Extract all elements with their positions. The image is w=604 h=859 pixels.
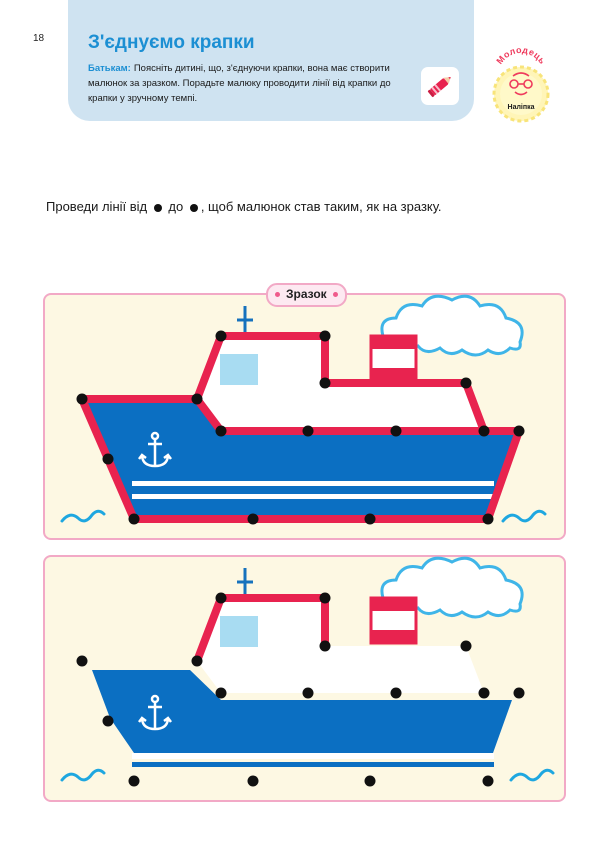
page-number: 18 [33,33,45,44]
sample-dots [76,330,525,525]
task-instruction: Проведи лінії від до , щоб малюнок став … [46,199,442,214]
sample-label: Зразок [266,283,347,307]
dot-symbol [189,203,198,212]
page-title: З'єднуємо крапки [88,32,255,53]
instruction-part1: Проведи лінії від [46,199,148,214]
mast-icon [237,568,253,598]
pencil-button[interactable] [421,67,459,105]
well-done-sticker[interactable]: Молодець Наліпка [486,42,556,130]
sample-ship [60,294,547,525]
parents-note-label: Батькам: [88,63,131,74]
parents-note-text: Поясніть дитині, що, з'єднуючи крапки, в… [88,63,391,104]
parents-note: Батькам:Поясніть дитині, що, з'єднуючи к… [88,61,418,106]
flag-icon [369,334,418,383]
wave-icon [60,509,547,523]
face-icon [509,72,533,96]
flag-icon [369,596,418,645]
anchor-icon [138,431,172,468]
pencil-icon [427,77,451,98]
exercise-ship [60,556,555,787]
anchor-icon [138,694,172,731]
mast-icon [237,306,253,336]
exercise-dots [76,592,525,787]
sticker-bottom-text: Наліпка [508,103,535,111]
dot-symbol [153,203,162,212]
header-box [68,0,474,121]
instruction-part2: до [168,199,184,214]
wave-icon [60,768,555,782]
instruction-part3: , щоб малюнок став таким, як на зразку. [200,199,442,214]
